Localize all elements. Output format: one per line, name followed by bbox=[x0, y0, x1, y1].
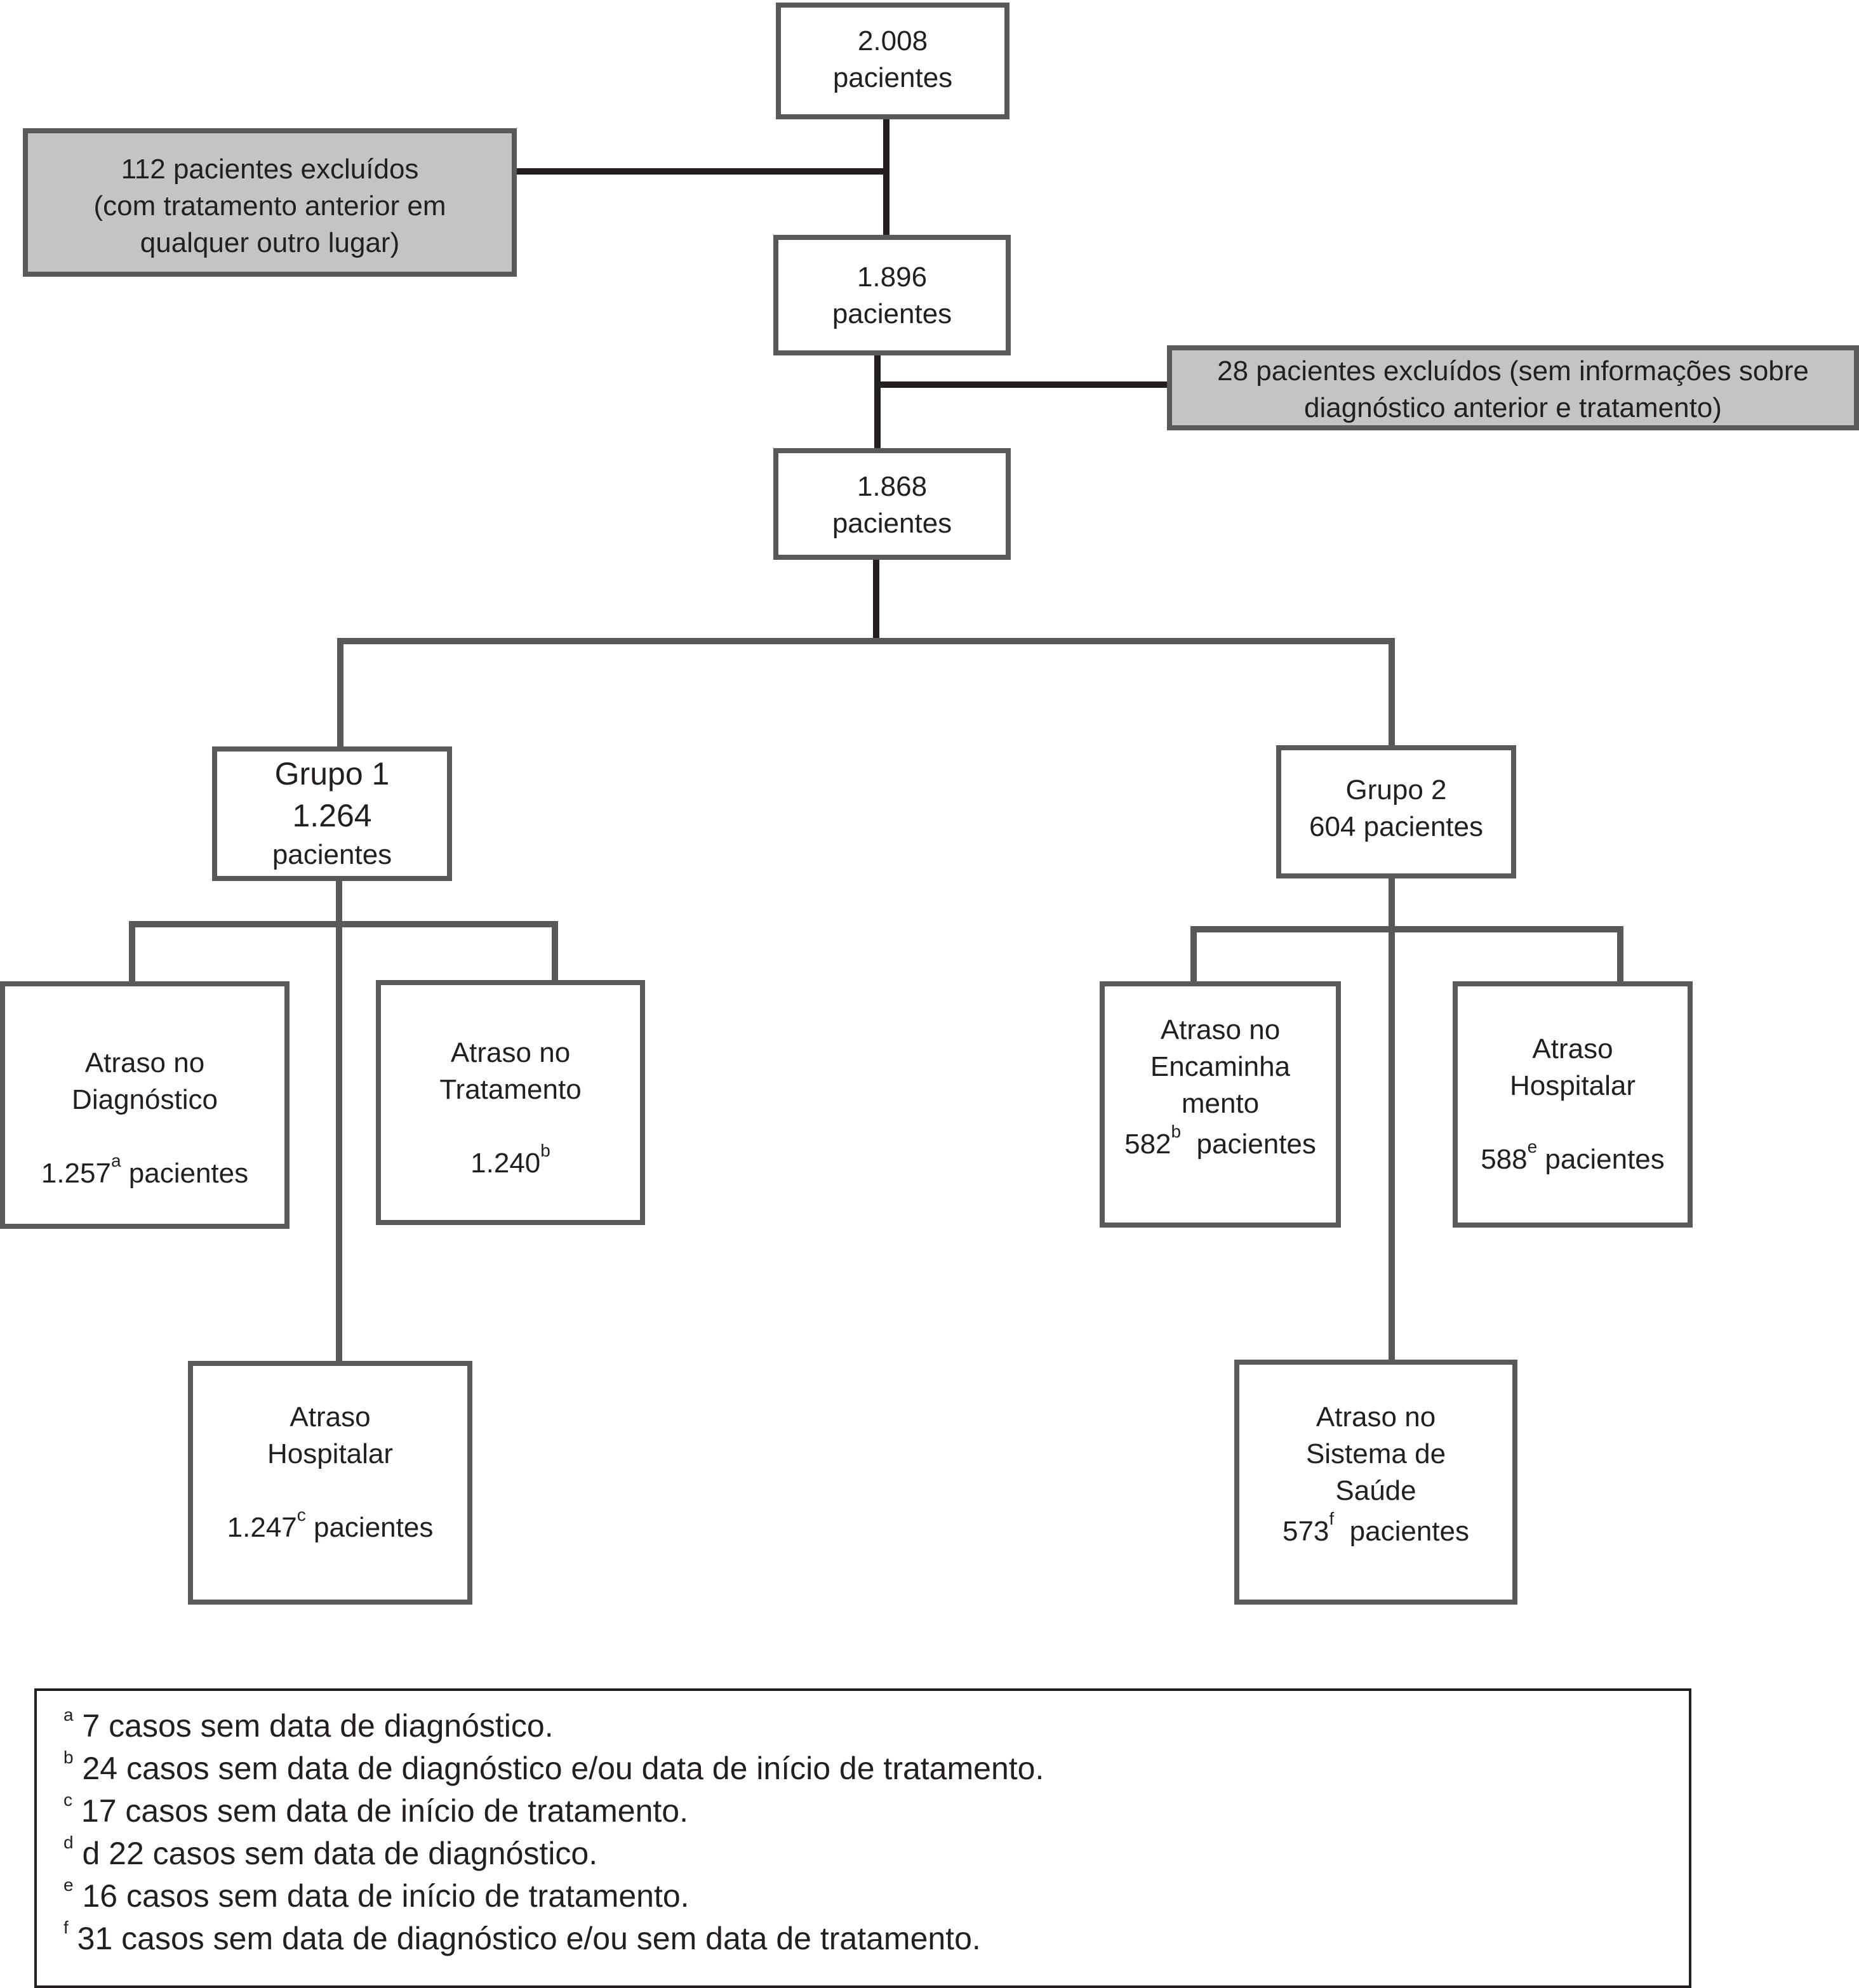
grupo-2-count: 604 pacientes bbox=[1309, 811, 1483, 842]
excluded-28-line1: 28 pacientes excluídos (sem informações … bbox=[1217, 355, 1809, 387]
atraso-tratamento-line2: Tratamento bbox=[439, 1074, 582, 1105]
box-total-1868-label: pacientes bbox=[832, 508, 952, 539]
box-total-2008-label: pacientes bbox=[832, 62, 953, 93]
grupo-1-label: pacientes bbox=[272, 839, 392, 870]
box-total-1896-number: 1.896 bbox=[856, 262, 928, 293]
connector-split-groups bbox=[337, 638, 1395, 751]
grupo-1-number: 1.264 bbox=[292, 798, 372, 833]
box-total-1868-number: 1.868 bbox=[856, 471, 928, 502]
footnote-b-text: 24 casos sem data de diagnóstico e/ou da… bbox=[73, 1751, 1044, 1786]
connector-grupo2-branches bbox=[1190, 926, 1623, 984]
grupo1-hospitalar-suffix: pacientes bbox=[305, 1512, 434, 1543]
box-total-1896-label: pacientes bbox=[832, 298, 952, 329]
grupo2-hospitalar-line2: Hospitalar bbox=[1509, 1070, 1636, 1101]
excluded-112-line1: 112 pacientes excluídos bbox=[121, 154, 419, 185]
atraso-sistema-suffix: pacientes bbox=[1334, 1516, 1469, 1547]
footnote-d: d d 22 casos sem data de diagnóstico. bbox=[63, 1832, 1689, 1875]
box-atraso-encaminhamento: Atraso no Encaminha mento 582b pacientes bbox=[1100, 981, 1341, 1228]
atraso-sistema-count: 573f pacientes bbox=[1239, 1509, 1512, 1550]
box-grupo2-atraso-hospitalar: Atraso Hospitalar 588e pacientes bbox=[1453, 981, 1693, 1228]
atraso-diagnostico-line2: Diagnóstico bbox=[72, 1084, 218, 1115]
box-atraso-sistema-saude: Atraso no Sistema de Saúde 573f paciente… bbox=[1234, 1360, 1517, 1605]
footnote-f-mark: f bbox=[63, 1917, 69, 1937]
grupo1-hospitalar-line1: Atraso bbox=[290, 1402, 371, 1433]
excluded-28-line2: diagnóstico anterior e tratamento) bbox=[1304, 392, 1722, 423]
grupo1-hospitalar-line2: Hospitalar bbox=[267, 1438, 394, 1469]
atraso-sistema-footnote-mark: f bbox=[1329, 1508, 1335, 1528]
footnotes-box: a 7 casos sem data de diagnóstico. b 24 … bbox=[34, 1688, 1691, 1988]
box-excluded-112: 112 pacientes excluídos (com tratamento … bbox=[23, 128, 517, 277]
grupo2-hospitalar-count: 588e pacientes bbox=[1458, 1137, 1688, 1178]
atraso-tratamento-value: 1.240 bbox=[470, 1148, 541, 1179]
atraso-diagnostico-suffix: pacientes bbox=[121, 1158, 249, 1189]
atraso-diagnostico-footnote-mark: a bbox=[110, 1150, 121, 1170]
footnote-f-text: 31 casos sem data de diagnóstico e/ou se… bbox=[68, 1921, 981, 1956]
footnote-c-text: 17 casos sem data de início de tratament… bbox=[72, 1793, 688, 1829]
atraso-encaminhamento-line3: mento bbox=[1181, 1088, 1260, 1119]
atraso-encaminhamento-line2: Encaminha bbox=[1150, 1051, 1291, 1082]
box-grupo1-atraso-hospitalar: Atraso Hospitalar 1.247c pacientes bbox=[188, 1361, 472, 1605]
footnote-a-mark: a bbox=[63, 1704, 74, 1725]
box-total-2008-number: 2.008 bbox=[857, 25, 928, 56]
box-excluded-28: 28 pacientes excluídos (sem informações … bbox=[1167, 345, 1859, 430]
grupo2-hospitalar-footnote-mark: e bbox=[1527, 1136, 1538, 1156]
excluded-112-line2: (com tratamento anterior em bbox=[93, 190, 446, 222]
footnote-c: c 17 casos sem data de início de tratame… bbox=[63, 1790, 1689, 1832]
footnote-d-mark: d bbox=[63, 1832, 74, 1852]
footnote-d-text: d 22 casos sem data de diagnóstico. bbox=[73, 1836, 598, 1871]
grupo-2-title: Grupo 2 bbox=[1345, 774, 1447, 805]
atraso-sistema-line3: Saúde bbox=[1335, 1475, 1416, 1506]
box-grupo-2: Grupo 2 604 pacientes bbox=[1276, 745, 1516, 878]
grupo2-hospitalar-value: 588 bbox=[1481, 1144, 1528, 1175]
atraso-encaminhamento-suffix: pacientes bbox=[1181, 1129, 1316, 1160]
atraso-encaminhamento-count: 582b pacientes bbox=[1105, 1122, 1336, 1163]
footnote-e-text: 16 casos sem data de início de tratament… bbox=[73, 1878, 690, 1914]
grupo2-hospitalar-suffix: pacientes bbox=[1537, 1144, 1665, 1175]
atraso-sistema-value: 573 bbox=[1282, 1516, 1329, 1547]
footnote-e: e 16 casos sem data de início de tratame… bbox=[63, 1875, 1689, 1918]
connector-grupo1-branches bbox=[129, 921, 558, 984]
footnote-a-text: 7 casos sem data de diagnóstico. bbox=[73, 1708, 554, 1744]
box-total-1868: 1.868 pacientes bbox=[773, 448, 1011, 560]
excluded-112-line3: qualquer outro lugar) bbox=[140, 227, 400, 258]
footnote-e-mark: e bbox=[63, 1874, 74, 1895]
grupo1-hospitalar-footnote-mark: c bbox=[297, 1504, 306, 1525]
atraso-tratamento-count: 1.240b bbox=[381, 1141, 640, 1182]
box-atraso-diagnostico: Atraso no Diagnóstico 1.257a pacientes bbox=[0, 981, 290, 1229]
grupo-1-title: Grupo 1 bbox=[274, 756, 390, 792]
atraso-encaminhamento-value: 582 bbox=[1124, 1129, 1171, 1160]
footnote-b-mark: b bbox=[63, 1747, 74, 1767]
footnote-f: f 31 casos sem data de diagnóstico e/ou … bbox=[63, 1918, 1689, 1960]
atraso-tratamento-footnote-mark: b bbox=[540, 1140, 550, 1160]
atraso-diagnostico-line1: Atraso no bbox=[84, 1047, 205, 1078]
atraso-encaminhamento-line1: Atraso no bbox=[1160, 1014, 1281, 1045]
atraso-diagnostico-count: 1.257a pacientes bbox=[5, 1151, 284, 1192]
grupo2-hospitalar-line1: Atraso bbox=[1532, 1033, 1613, 1064]
atraso-encaminhamento-footnote-mark: b bbox=[1171, 1121, 1182, 1141]
footnote-b: b 24 casos sem data de diagnóstico e/ou … bbox=[63, 1747, 1689, 1790]
footnote-a: a 7 casos sem data de diagnóstico. bbox=[63, 1705, 1689, 1747]
box-total-1896: 1.896 pacientes bbox=[773, 235, 1011, 355]
grupo1-hospitalar-value: 1.247 bbox=[227, 1512, 297, 1543]
box-grupo-1: Grupo 1 1.264 pacientes bbox=[212, 746, 452, 881]
grupo1-hospitalar-count: 1.247c pacientes bbox=[193, 1506, 467, 1546]
box-total-2008: 2.008 pacientes bbox=[776, 3, 1009, 119]
atraso-sistema-line2: Sistema de bbox=[1305, 1438, 1446, 1469]
footnote-c-mark: c bbox=[63, 1789, 72, 1810]
atraso-sistema-line1: Atraso no bbox=[1316, 1402, 1436, 1433]
atraso-tratamento-line1: Atraso no bbox=[450, 1037, 571, 1068]
atraso-diagnostico-value: 1.257 bbox=[41, 1158, 111, 1189]
box-atraso-tratamento: Atraso no Tratamento 1.240b bbox=[376, 980, 645, 1225]
